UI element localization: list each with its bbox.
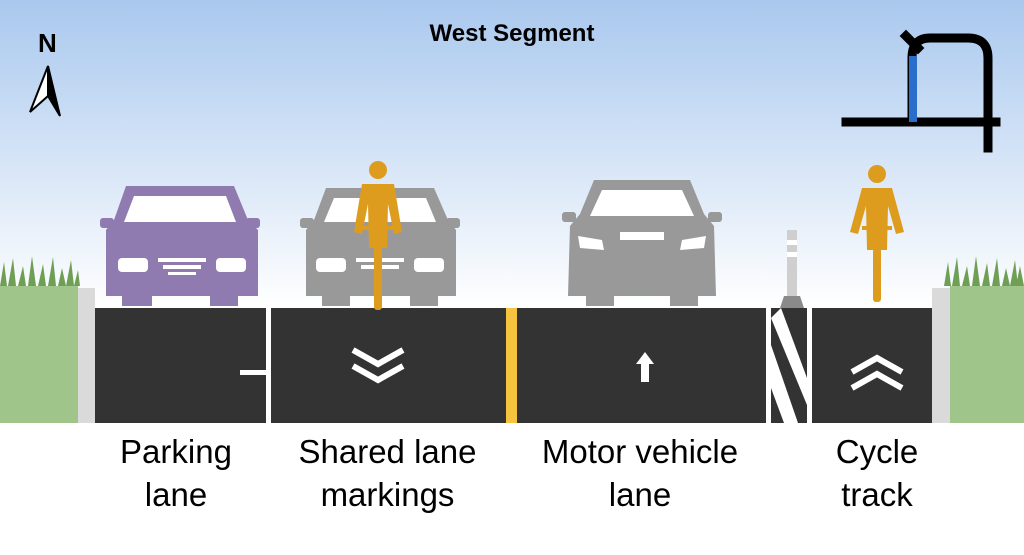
- parked-car-icon: [100, 186, 260, 306]
- lane-label-line: Cycle: [835, 433, 919, 470]
- lane-markings: [240, 308, 812, 423]
- cyclist-cycle-track-icon: [850, 165, 904, 302]
- buffer-hatch: [766, 308, 812, 423]
- grass-left: [0, 286, 78, 423]
- flex-post-bollard-icon: [780, 230, 804, 308]
- sharrow-chevron-icon: [351, 347, 405, 384]
- lane-label-motor: Motor vehicle lane: [520, 430, 760, 516]
- grass-right: [950, 286, 1024, 423]
- cyclist-shared-lane-icon: [354, 161, 402, 310]
- segment-locator-icon: [841, 29, 1001, 153]
- lane-label-line: Parking: [120, 433, 232, 470]
- parking-lane-line: [266, 308, 271, 423]
- motor-vehicle-car-icon: [562, 180, 722, 306]
- parking-tick: [240, 370, 268, 375]
- lane-label-parking: Parking lane: [96, 430, 256, 516]
- lane-label-line: track: [841, 476, 913, 513]
- lane-label-cycle: Cycle track: [807, 430, 947, 516]
- lane-label-line: markings: [320, 476, 455, 513]
- curb-left: [78, 288, 95, 423]
- compass-label: N: [38, 28, 57, 58]
- lane-label-shared: Shared lane markings: [275, 430, 500, 516]
- lane-label-line: lane: [144, 476, 208, 513]
- straight-arrow-icon: [636, 352, 654, 382]
- curb-right: [932, 288, 950, 423]
- center-line: [506, 308, 517, 423]
- north-arrow-icon: [29, 65, 61, 117]
- diagram-title: West Segment: [429, 20, 595, 47]
- lane-label-line: lane: [608, 476, 672, 513]
- grass-tufts-right: [944, 256, 1024, 286]
- lane-label-line: Shared lane: [298, 433, 477, 470]
- lane-label-line: Motor vehicle: [541, 433, 739, 470]
- bike-chevron-icon: [850, 354, 904, 391]
- grass-tufts-left: [0, 256, 80, 286]
